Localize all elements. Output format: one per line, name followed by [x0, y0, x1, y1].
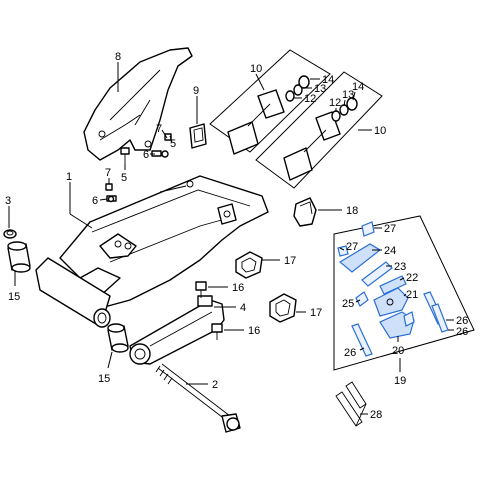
callout-26b: 26: [456, 315, 468, 327]
leader-22: [399, 277, 405, 281]
rocker-arm-part: [129, 295, 225, 365]
leader-5a: [169, 135, 173, 143]
callout-27a: 27: [384, 223, 396, 235]
bolt-mid-part: [120, 147, 130, 164]
callout-9: 9: [193, 85, 199, 97]
callout-14b: 14: [352, 81, 364, 93]
callout-6a: 6: [143, 149, 149, 161]
collar-15a-part: [7, 241, 31, 273]
callout-25: 25: [342, 298, 354, 310]
bracket-18-part: [293, 197, 317, 227]
pad-17a-part: [235, 251, 263, 279]
callout-10b: 10: [374, 125, 386, 137]
bolt-16a-part: [195, 281, 207, 298]
callout-7a: 7: [156, 123, 162, 135]
callout-5a: 5: [170, 138, 176, 150]
callout-16b: 16: [248, 325, 260, 337]
axle-shaft-part: [155, 363, 241, 433]
bolt-lower-part: [105, 183, 117, 203]
leader-14b: [352, 91, 356, 101]
callout-5b: 5: [121, 172, 127, 184]
bolt-16b-part: [211, 323, 223, 340]
spring-clip-28-part: [335, 381, 367, 427]
leader-10a: [255, 73, 265, 91]
leader-26a: [359, 347, 365, 351]
adjuster-box-right: [255, 71, 383, 189]
callout-24: 24: [384, 245, 396, 257]
collar-15b-part: [107, 323, 129, 353]
callout-17a: 17: [284, 255, 296, 267]
bolt-upper-part: [151, 133, 172, 158]
leader-13b: [343, 99, 346, 107]
callout-13a: 13: [314, 83, 326, 95]
callout-4: 4: [240, 302, 246, 314]
callout-27b: 27: [346, 241, 358, 253]
leader-25: [355, 299, 361, 303]
bracket-9-part: [189, 123, 207, 149]
callout-2: 2: [212, 379, 218, 391]
callout-7b: 7: [105, 167, 111, 179]
callout-16a: 16: [232, 282, 244, 294]
callout-21: 21: [406, 289, 418, 301]
callout-28: 28: [370, 409, 382, 421]
callout-19: 19: [394, 375, 406, 387]
nut-3-part: [3, 229, 17, 239]
callout-13b: 13: [342, 89, 354, 101]
callout-15b: 15: [98, 373, 110, 385]
leader-15b: [107, 351, 113, 369]
callout-20: 20: [392, 345, 404, 357]
stand-assembly-box: [333, 215, 475, 371]
callout-26a: 26: [344, 347, 356, 359]
callout-3: 3: [5, 195, 11, 207]
callout-8: 8: [115, 51, 121, 63]
callout-15a: 15: [8, 291, 20, 303]
leader-6b: [99, 198, 108, 201]
callout-12a: 12: [304, 93, 316, 105]
callout-23: 23: [394, 261, 406, 273]
swing-arm-part: [35, 175, 269, 328]
chain-guard-part: [83, 47, 193, 161]
adjuster-box-left: [209, 49, 331, 155]
callout-10a: 10: [250, 63, 262, 75]
callout-17b: 17: [310, 307, 322, 319]
callout-26c: 26: [456, 326, 468, 338]
callout-6b: 6: [92, 195, 98, 207]
leader-7a: [161, 129, 168, 139]
callout-22: 22: [406, 272, 418, 284]
pad-17b-part: [269, 293, 297, 323]
leader-1b: [69, 213, 93, 229]
leader-21: [403, 293, 407, 297]
callout-12b: 12: [329, 97, 341, 109]
callout-14a: 14: [322, 74, 334, 86]
callout-1: 1: [66, 171, 72, 183]
leader-27b: [339, 247, 345, 251]
callout-18: 18: [346, 205, 358, 217]
